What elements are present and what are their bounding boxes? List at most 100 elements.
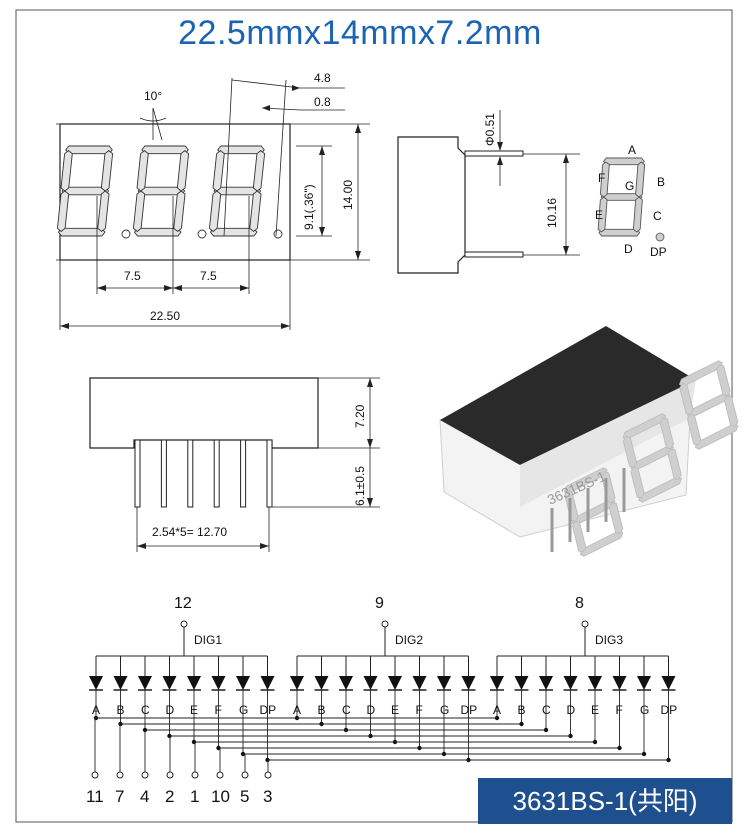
bottom-pin-5 bbox=[240, 439, 247, 508]
seg-pin-terminal-6 bbox=[216, 771, 224, 779]
seg-pin-number-4: 2 bbox=[165, 787, 174, 806]
diode-1-d bbox=[162, 676, 177, 690]
side-body-outline bbox=[397, 136, 466, 274]
seg-pin-terminal-7 bbox=[241, 771, 249, 779]
digit-pin-label-2: 9 bbox=[375, 595, 384, 612]
seg-f bbox=[60, 150, 73, 192]
seg-pin-label-2-d: D bbox=[367, 703, 376, 717]
seg-label-e: E bbox=[595, 208, 603, 222]
junction-1-d bbox=[167, 733, 172, 739]
seg-pin-label-3-a: A bbox=[493, 703, 501, 717]
seg-e bbox=[571, 520, 587, 553]
diode-1-g bbox=[236, 676, 250, 690]
diode-2-a bbox=[290, 676, 304, 690]
photo-digit-2 bbox=[622, 413, 682, 503]
seg-c bbox=[173, 190, 186, 232]
seg-b bbox=[659, 417, 675, 450]
front-dp-1 bbox=[121, 229, 131, 239]
pin-pitch-label: 2.54*5= 12.70 bbox=[152, 525, 227, 539]
digit-pin-terminal-1 bbox=[180, 620, 188, 628]
seg-pin-label-2-c: C bbox=[342, 703, 351, 717]
photo-face bbox=[440, 326, 696, 465]
digit-pin-label-1: 12 bbox=[174, 595, 192, 612]
seg-f bbox=[679, 382, 694, 415]
diode-3-f bbox=[612, 676, 627, 690]
seg-f bbox=[599, 161, 610, 198]
legend-digit bbox=[597, 157, 646, 237]
digit-name-label-1: DIG1 bbox=[194, 633, 222, 647]
bottom-pin-2 bbox=[160, 439, 167, 508]
legend-seven-segment bbox=[597, 157, 646, 237]
bottom-pin-6 bbox=[266, 439, 273, 508]
seg-pin-label-1-a: A bbox=[92, 703, 100, 717]
dim-4-8-label: 4.8 bbox=[314, 71, 331, 85]
pin-length-label: 6.1±0.5 bbox=[353, 466, 367, 506]
digit-name-label-3: DIG3 bbox=[595, 633, 623, 647]
seg-a bbox=[602, 157, 645, 166]
seg-d bbox=[133, 227, 182, 237]
diode-3-e bbox=[588, 676, 602, 690]
digit-pin-terminal-3 bbox=[581, 620, 589, 628]
front-digit-3 bbox=[208, 145, 266, 237]
digit-pin-terminal-2 bbox=[381, 620, 389, 628]
photo-digit-3 bbox=[679, 360, 739, 450]
seg-pin-label-3-d: D bbox=[567, 703, 576, 717]
diode-2-f bbox=[412, 676, 427, 690]
photo-pins bbox=[550, 468, 626, 552]
seg-label-g: G bbox=[625, 179, 634, 193]
seg-pin-label-3-f: F bbox=[616, 703, 623, 717]
seg-d bbox=[209, 227, 258, 237]
seg-label-b: B bbox=[657, 175, 665, 189]
pin-diameter-label: Φ0.51 bbox=[483, 113, 497, 146]
seg-pin-terminal-4 bbox=[166, 771, 174, 779]
dim-0-8-label: 0.8 bbox=[314, 95, 331, 109]
seg-a bbox=[217, 145, 265, 155]
seg-e bbox=[132, 190, 146, 232]
seg-b bbox=[252, 150, 266, 192]
seg-c bbox=[667, 448, 682, 481]
diode-1-f bbox=[211, 676, 226, 690]
seg-pin-number-8: 3 bbox=[263, 787, 272, 806]
seg-pin-terminal-2 bbox=[116, 771, 124, 779]
diode-2-b bbox=[314, 676, 329, 690]
diode-1-a bbox=[89, 676, 103, 690]
seg-e bbox=[630, 466, 645, 499]
seg-label-f: F bbox=[598, 171, 605, 185]
seg-pin-label-2-dp: DP bbox=[461, 703, 478, 717]
seg-pin-label-1-b: B bbox=[117, 703, 125, 717]
diode-2-e bbox=[388, 676, 402, 690]
bottom-view: 7.20 6.1±0.5 2.54*5= 12.70 bbox=[89, 377, 380, 552]
seg-a bbox=[141, 145, 189, 155]
pitch-1-label: 7.5 bbox=[124, 269, 141, 283]
model-label-box: 3631BS-1(共阳) bbox=[478, 778, 732, 824]
seg-pin-label-1-d: D bbox=[166, 703, 175, 717]
seg-e bbox=[686, 413, 702, 446]
seg-e bbox=[208, 190, 222, 232]
seg-pin-number-5: 1 bbox=[190, 787, 199, 806]
photo-front-side bbox=[520, 380, 696, 507]
seg-c bbox=[723, 395, 739, 428]
diode-2-c bbox=[339, 676, 353, 690]
seg-pin-label-1-g: G bbox=[239, 703, 248, 717]
seg-b bbox=[716, 364, 731, 397]
seg-pin-label-3-c: C bbox=[542, 703, 551, 717]
seg-label-dp: DP bbox=[650, 245, 667, 259]
diode-3-g bbox=[637, 676, 651, 690]
seg-c bbox=[97, 190, 110, 232]
seg-f bbox=[212, 150, 225, 192]
digit-name-label-2: DIG2 bbox=[395, 633, 423, 647]
total-height-label: 14.00 bbox=[341, 180, 355, 210]
seg-pin-label-2-b: B bbox=[318, 703, 326, 717]
diode-3-a bbox=[490, 676, 504, 690]
diode-3-c bbox=[539, 676, 553, 690]
diode-1-b bbox=[113, 676, 128, 690]
seg-pin-terminal-8 bbox=[264, 771, 272, 779]
front-view: 10° 4.8 0.8 9.1(.36") 14.00 bbox=[56, 71, 370, 330]
seg-pin-label-3-b: B bbox=[518, 703, 526, 717]
pin-span-label: 10.16 bbox=[545, 198, 559, 228]
front-dp-2 bbox=[197, 229, 207, 239]
total-width-label: 22.50 bbox=[150, 309, 180, 323]
digit-height-label: 9.1(.36") bbox=[302, 184, 316, 230]
diode-3-dp bbox=[661, 676, 676, 690]
